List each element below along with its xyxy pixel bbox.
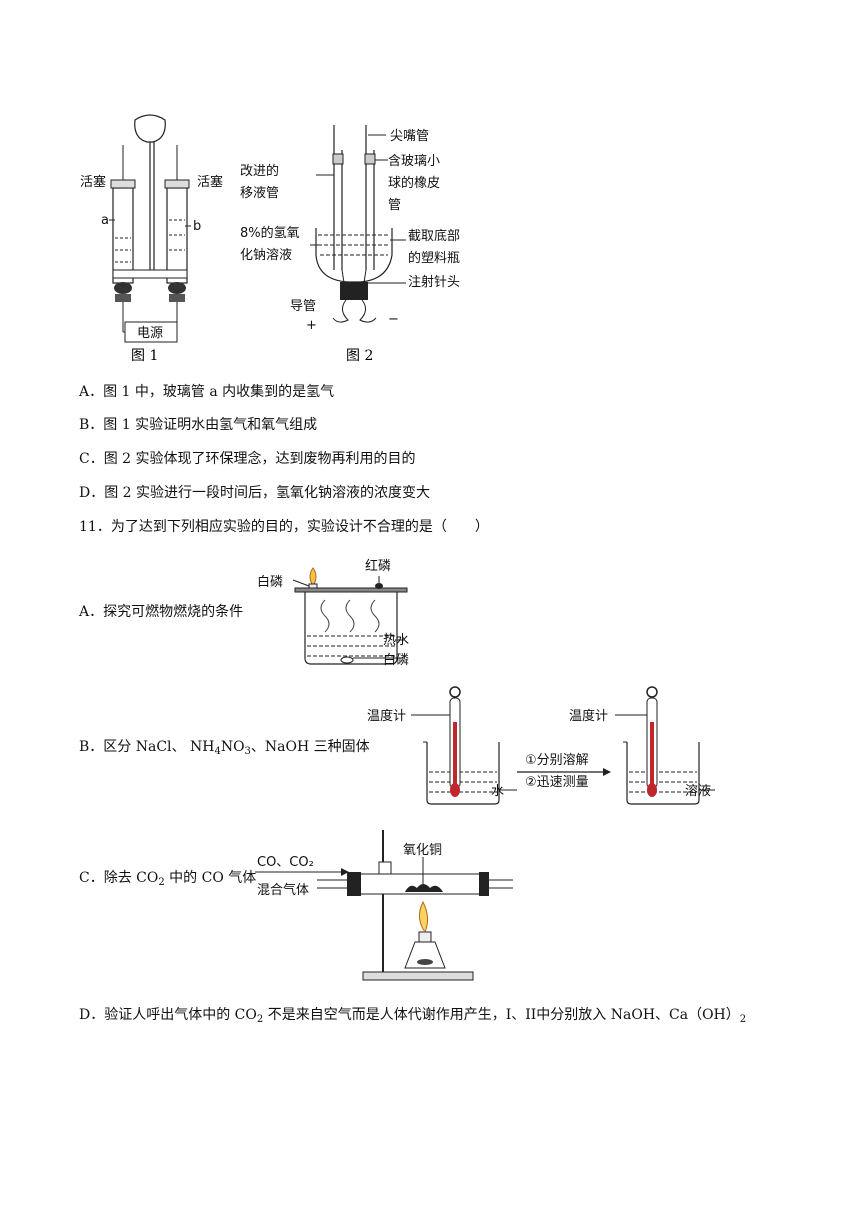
q11-option-b: B．区分 NaCl、 NH4NO3、NaOH 三种固体 (79, 738, 370, 757)
stopcock-right-label: 活塞 (197, 174, 223, 190)
q11-option-d: D．验证人呼出气体中的 CO2 不是来自空气而是人体代谢作用产生，I、II中分别… (79, 1006, 747, 1025)
q11-stem: 11．为了达到下列相应实验的目的，实验设计不合理的是（ ） (79, 519, 489, 535)
solution-label: 溶液 (685, 784, 711, 799)
q11-b-text-mid: NO (220, 739, 245, 755)
naoh-label-2: 化钠溶液 (240, 248, 292, 263)
thermometer-1-label: 温度计 (367, 708, 406, 724)
q11-a-combustion-diagram: 红磷 白磷 热水 白磷 (257, 558, 409, 668)
gas-label: CO、CO₂ (257, 855, 314, 870)
figure-1-electrolysis: 电源 活塞 活塞 a b 图 1 (80, 114, 223, 364)
bottle-label-1: 截取底部 (408, 228, 460, 244)
step-2-label: ②迅速测量 (525, 775, 589, 790)
thermometer-2-label: 温度计 (569, 708, 608, 724)
tip-label: 尖嘴管 (390, 129, 429, 144)
needle-label: 注射针头 (408, 274, 460, 290)
q11-b-thermometer-diagram: 温度计 水 ①分别溶解 ②迅速测量 温度计 溶液 (367, 686, 715, 805)
wire-label: 导管 (290, 299, 316, 314)
rubber-label-2: 球的橡皮 (388, 175, 440, 191)
red-p-label: 红磷 (365, 558, 391, 574)
hot-water-label: 热水 (383, 633, 409, 648)
q10-option-b: B．图 1 实验证明水由氢气和氧气组成 (79, 417, 318, 433)
bottle-label-2: 的塑料瓶 (408, 250, 460, 266)
step-1-label: ①分别溶解 (525, 753, 589, 768)
q11-c-text-post: 中的 CO 气体 (164, 870, 257, 886)
q11-b-text-post: 、NaOH 三种固体 (250, 739, 370, 755)
q11-c-sub: 2 (158, 877, 165, 888)
water-label: 水 (491, 784, 504, 799)
q11-c-text-pre: C．除去 CO (79, 870, 159, 886)
naoh-label-1: 8%的氢氧 (240, 225, 300, 241)
q11-b-sub-1: 4 (214, 746, 221, 757)
pipette-label-1: 改进的 (240, 163, 279, 179)
tube-b-label: b (193, 219, 201, 234)
figure-2-caption: 图 2 (346, 348, 373, 364)
rubber-label-1: 含玻璃小 (388, 153, 440, 169)
q11-b-sub-2: 3 (244, 746, 251, 757)
mix-label: 混合气体 (257, 882, 309, 898)
stopcock-left-label: 活塞 (80, 174, 106, 190)
q11-option-c: C．除去 CO2 中的 CO 气体 (79, 869, 257, 888)
q11-d-sub-2: 2 (739, 1014, 747, 1025)
q10-option-d: D．图 2 实验进行一段时间后，氢氧化钠溶液的浓度变大 (79, 485, 431, 501)
q11-d-text-pre: D．验证人呼出气体中的 CO (79, 1007, 257, 1023)
minus-label: − (388, 312, 399, 327)
white-p-top-label: 白磷 (257, 574, 283, 590)
figure-1-caption: 图 1 (131, 348, 158, 364)
plus-label: + (306, 318, 317, 333)
q11-b-text-pre: B．区分 NaCl、 NH (79, 739, 215, 755)
tube-a-label: a (101, 213, 109, 228)
q11-option-a: A．探究可燃物燃烧的条件 (79, 604, 244, 620)
rubber-label-3: 管 (388, 198, 401, 213)
q10-option-c: C．图 2 实验体现了环保理念，达到废物再利用的目的 (79, 451, 416, 467)
figure-2-improved-electrolysis: 尖嘴管 含玻璃小 球的橡皮 管 改进的 移液管 8%的氢氧 化钠溶液 截取底部 … (240, 125, 460, 364)
power-label: 电源 (137, 326, 163, 341)
pipette-label-2: 移液管 (240, 186, 279, 201)
q11-c-reduction-diagram: CO、CO₂ 混合气体 氧化铜 (255, 830, 513, 981)
q11-d-text-post: 不是来自空气而是人体代谢作用产生，I、II中分别放入 NaOH、Ca（OH） (263, 1007, 740, 1023)
white-p-bottom-label: 白磷 (383, 652, 409, 668)
cuo-label: 氧化铜 (403, 843, 442, 858)
q11-d-sub-1: 2 (256, 1014, 264, 1025)
q10-option-a: A．图 1 中，玻璃管 a 内收集到的是氢气 (79, 384, 335, 400)
